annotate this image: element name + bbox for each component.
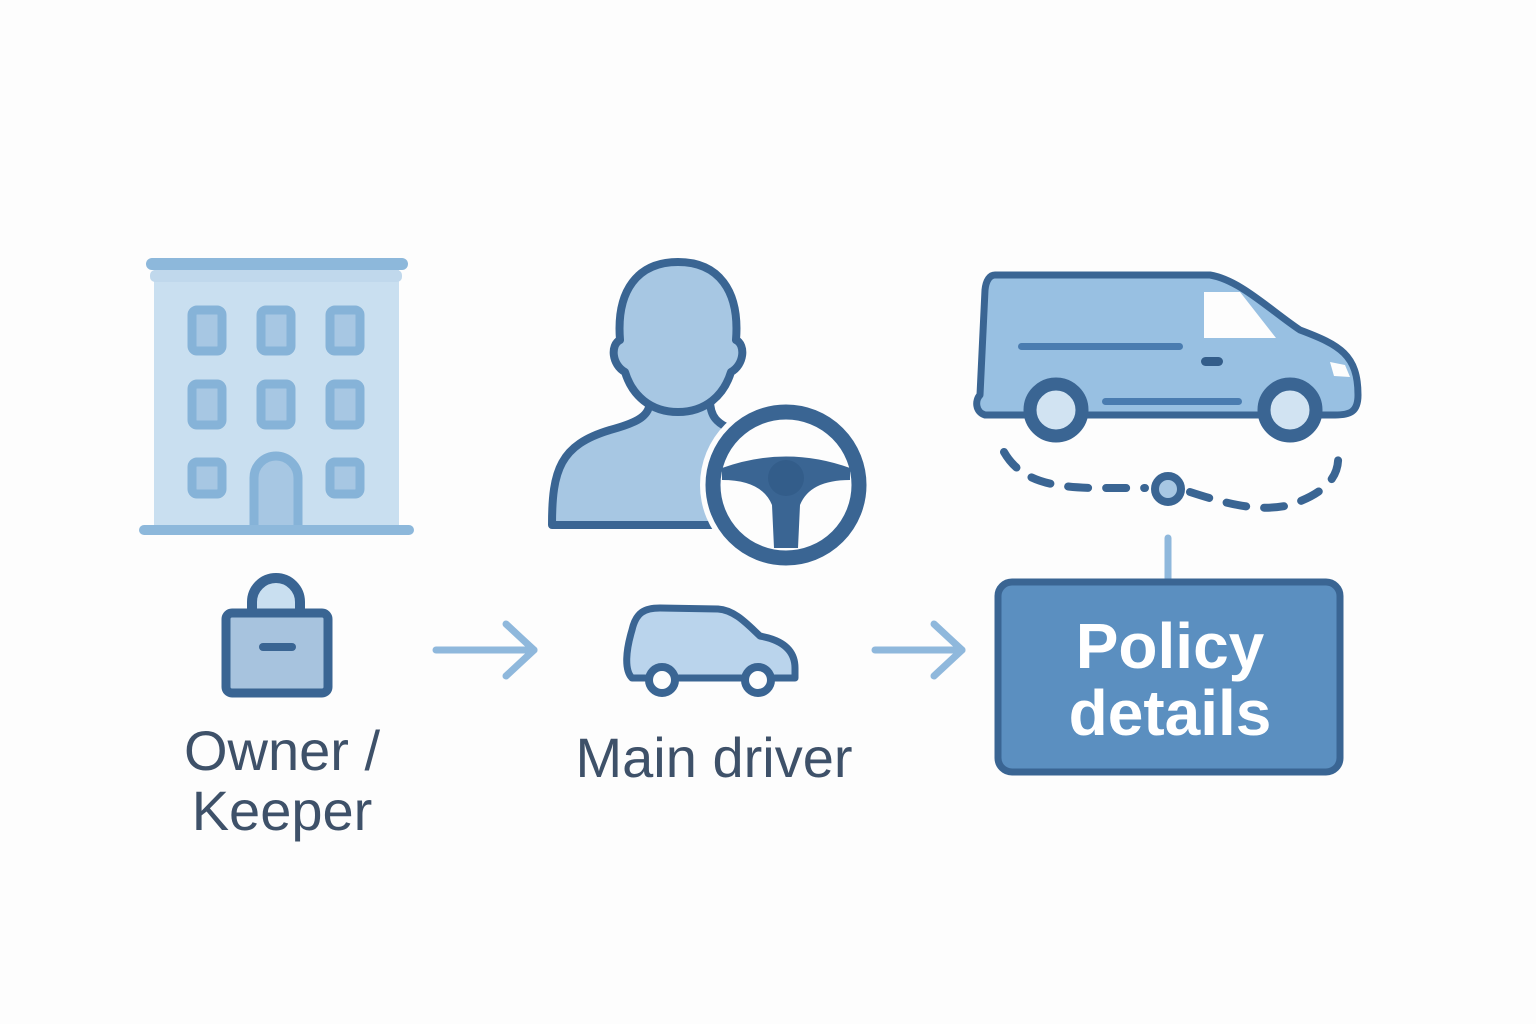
person-icon: [548, 258, 747, 529]
owner-label-line1: Owner /: [184, 719, 380, 782]
arrow-right-icon: [432, 620, 538, 680]
policy-label-line1: Policy: [1076, 610, 1265, 682]
owner-label-line2: Keeper: [192, 779, 373, 842]
lock-icon: [221, 573, 333, 698]
policy-details-box: Policy details: [994, 578, 1344, 776]
driver-label: Main driver: [576, 726, 853, 789]
van-icon: [973, 271, 1362, 443]
policy-label-line2: details: [1069, 677, 1272, 749]
building-icon: [139, 258, 414, 535]
route-icon: [1000, 448, 1343, 512]
car-icon: [623, 604, 799, 697]
arrow-right-icon: [871, 620, 966, 680]
steering-wheel-icon: [700, 399, 872, 571]
